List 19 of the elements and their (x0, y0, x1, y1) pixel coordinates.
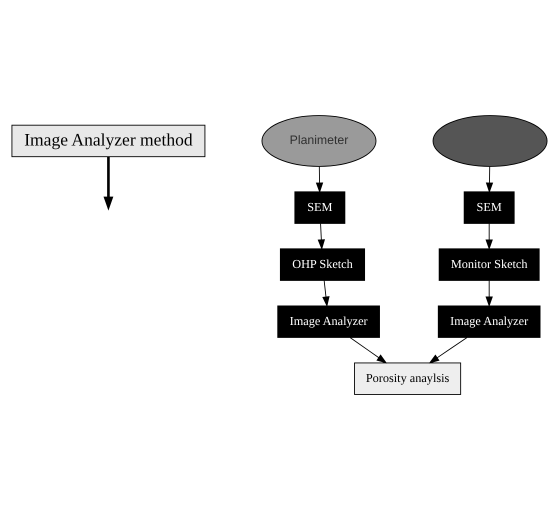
node-ellipse (432, 114, 548, 166)
node-box: SEM (464, 190, 515, 224)
arrow (485, 222, 493, 250)
arrow (428, 336, 468, 363)
node-box: OHP Sketch (280, 248, 366, 280)
arrow (104, 156, 114, 210)
node-box: Image Analyzer method (11, 124, 206, 157)
arrow (316, 166, 324, 193)
node-box: Porosity anaylsis (354, 362, 462, 394)
arrow (318, 222, 326, 250)
node-box: Image Analyzer (277, 304, 380, 338)
node-box: SEM (294, 190, 346, 224)
node-ellipse: Planimeter (262, 114, 376, 166)
arrow (322, 280, 330, 307)
arrow (350, 336, 388, 363)
arrow (485, 280, 493, 307)
arrow (486, 166, 494, 193)
node-box: Image Analyzer (438, 304, 540, 338)
node-box: Monitor Sketch (438, 248, 540, 280)
